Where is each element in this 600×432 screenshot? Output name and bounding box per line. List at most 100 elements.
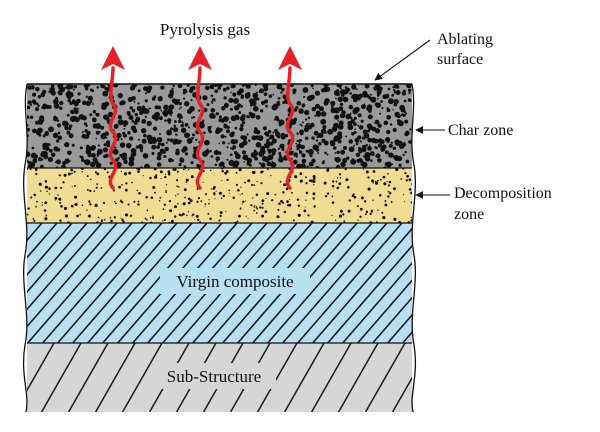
hatch-line xyxy=(364,343,406,412)
char-zone-label: Char zone xyxy=(448,122,513,139)
texture-dot xyxy=(204,205,206,207)
texture-dot xyxy=(35,107,39,112)
texture-dot xyxy=(307,116,311,119)
texture-dot xyxy=(42,103,48,109)
texture-dot xyxy=(277,147,281,150)
texture-dot xyxy=(402,113,406,117)
texture-dot xyxy=(196,200,199,204)
texture-dot xyxy=(185,181,187,184)
texture-dot xyxy=(35,120,39,125)
texture-dot xyxy=(131,108,136,113)
texture-dot xyxy=(358,151,362,154)
texture-dot xyxy=(178,119,182,124)
texture-dot xyxy=(146,209,149,212)
texture-dot xyxy=(177,84,183,89)
texture-dot xyxy=(384,150,389,155)
texture-dot xyxy=(159,196,162,199)
texture-dot xyxy=(277,96,281,100)
texture-dot xyxy=(28,163,34,168)
texture-dot xyxy=(99,130,101,133)
texture-dot xyxy=(251,135,257,141)
texture-dot xyxy=(157,142,162,146)
pyrolysis-gas-label: Pyrolysis gas xyxy=(160,20,250,39)
texture-dot xyxy=(371,152,375,157)
texture-dot xyxy=(54,196,58,200)
texture-dot xyxy=(63,173,67,177)
texture-dot xyxy=(173,215,177,218)
texture-dot xyxy=(253,129,258,134)
texture-dot xyxy=(54,161,57,164)
texture-dot xyxy=(163,219,166,221)
texture-dot xyxy=(233,97,239,104)
texture-dot xyxy=(242,200,245,203)
texture-dot xyxy=(392,127,397,133)
texture-dot xyxy=(308,179,312,183)
texture-dot xyxy=(226,178,229,182)
texture-dot xyxy=(182,91,186,95)
texture-dot xyxy=(114,123,119,128)
texture-dot xyxy=(351,84,356,89)
texture-dot xyxy=(338,124,344,130)
texture-dot xyxy=(252,150,259,157)
texture-dot xyxy=(32,92,37,97)
texture-dot xyxy=(225,129,230,134)
texture-dot xyxy=(173,168,177,171)
texture-dot xyxy=(272,103,279,110)
texture-dot xyxy=(35,102,39,106)
texture-dot xyxy=(382,216,386,220)
texture-dot xyxy=(103,143,107,147)
texture-dot xyxy=(206,103,210,107)
texture-dot xyxy=(361,144,367,150)
gas-arrow xyxy=(101,46,125,190)
texture-dot xyxy=(167,108,171,113)
texture-dot xyxy=(340,120,343,123)
texture-dot xyxy=(240,127,244,131)
texture-dot xyxy=(74,202,78,206)
texture-dot xyxy=(84,159,91,166)
texture-dot xyxy=(116,132,122,139)
texture-dot xyxy=(338,214,343,218)
texture-dot xyxy=(276,101,280,105)
texture-dot xyxy=(376,89,382,95)
texture-dot xyxy=(256,180,258,183)
texture-dot xyxy=(361,161,368,168)
texture-dot xyxy=(166,129,173,136)
texture-dot xyxy=(386,114,392,120)
texture-dot xyxy=(395,168,399,172)
texture-dot xyxy=(329,140,336,147)
texture-dot xyxy=(136,189,139,192)
texture-dot xyxy=(127,131,131,135)
texture-dot xyxy=(104,116,110,121)
texture-dot xyxy=(254,156,258,161)
texture-dot xyxy=(95,186,98,189)
texture-dot xyxy=(258,151,265,157)
texture-dot xyxy=(321,89,324,92)
texture-dot xyxy=(202,95,208,101)
texture-dot xyxy=(363,93,368,98)
texture-dot xyxy=(307,148,314,155)
texture-dot xyxy=(326,192,330,195)
texture-dot xyxy=(63,206,68,210)
texture-dot xyxy=(336,186,340,190)
texture-dot xyxy=(159,132,161,135)
texture-dot xyxy=(379,112,382,115)
texture-dot xyxy=(360,119,364,123)
texture-dot xyxy=(89,113,93,117)
texture-dot xyxy=(86,188,89,191)
texture-dot xyxy=(85,95,88,98)
texture-dot xyxy=(190,99,193,102)
texture-dot xyxy=(157,96,163,102)
texture-dot xyxy=(152,126,158,131)
texture-dot xyxy=(340,93,345,97)
texture-dot xyxy=(213,150,219,156)
texture-dot xyxy=(214,163,218,166)
texture-dot xyxy=(60,204,63,208)
texture-dot xyxy=(280,91,283,94)
texture-dot xyxy=(265,140,271,146)
texture-dot xyxy=(104,87,108,91)
texture-dot xyxy=(226,86,230,90)
texture-dot xyxy=(32,217,35,220)
texture-dot xyxy=(204,203,207,205)
texture-dot xyxy=(270,174,272,177)
texture-dot xyxy=(210,94,214,98)
